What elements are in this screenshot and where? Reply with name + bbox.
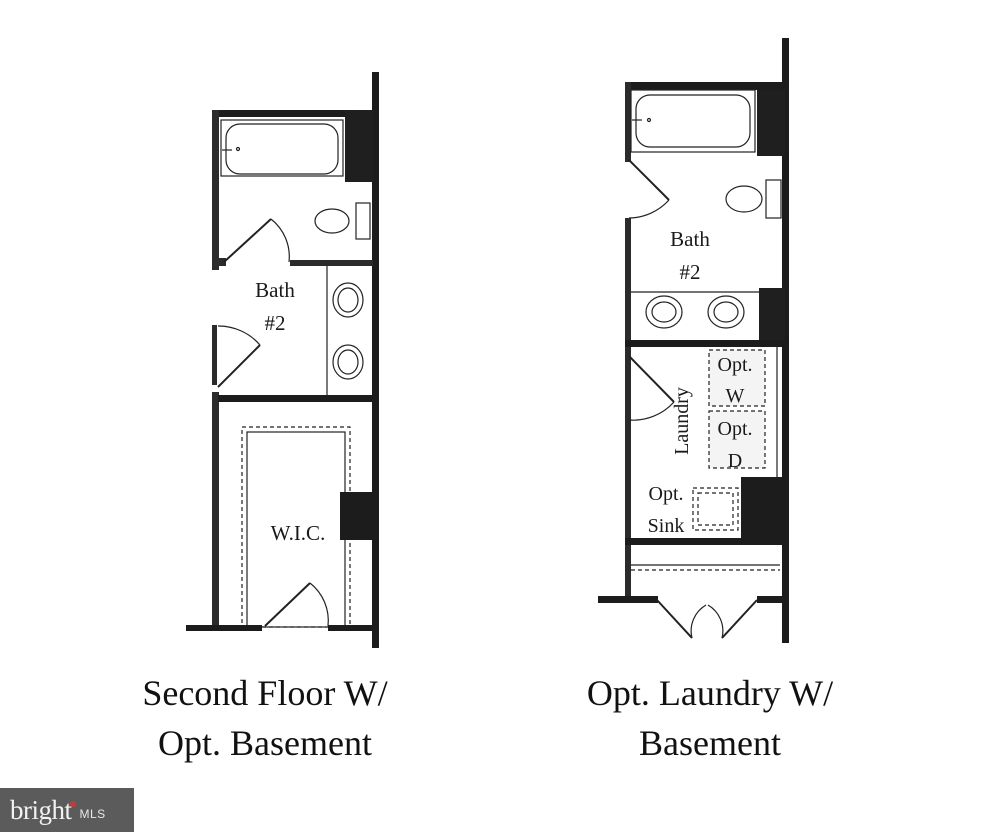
room-label-washer: W [726, 385, 745, 407]
watermark-suffix: MLS [79, 807, 106, 821]
caption-line-1: Second Floor W/ [142, 673, 388, 713]
sink-icon [707, 295, 745, 329]
caption-second-floor: Second Floor W/ Opt. Basement [100, 668, 430, 768]
room-label-bath-2-left-number: #2 [265, 311, 286, 335]
washer-outline [708, 349, 766, 407]
bathtub-icon [635, 94, 751, 148]
plan-opt-laundry [598, 38, 789, 643]
bathtub-icon [220, 119, 344, 177]
room-label-bath-2-right-number: #2 [680, 260, 701, 284]
dryer-outline [708, 410, 766, 469]
double-door-right [721, 599, 758, 639]
room-label-wic: W.I.C. [271, 521, 326, 545]
exterior-wall [372, 72, 379, 648]
room-label-bath-2-left: Bath [255, 278, 295, 302]
toilet-icon [725, 185, 763, 213]
bright-mls-watermark: bright MLS [0, 788, 134, 832]
sink-icon [645, 295, 683, 329]
room-label-opt-sink: Opt. [649, 483, 684, 505]
room-label-opt-dryer: Opt. [718, 418, 753, 440]
room-label-dryer: D [728, 450, 742, 472]
caption-line-2: Basement [639, 723, 781, 763]
double-door-left [656, 599, 693, 639]
caption-line-2: Opt. Basement [158, 723, 372, 763]
caption-line-1: Opt. Laundry W/ [586, 673, 834, 713]
opt-sink-outline [692, 487, 739, 531]
room-label-opt-washer: Opt. [718, 354, 753, 376]
room-label-bath-2-right: Bath [670, 227, 710, 251]
sink-icon [332, 282, 364, 318]
room-label-laundry: Laundry [671, 387, 693, 455]
sink-icon [332, 344, 364, 380]
bathtub-basin [225, 123, 339, 175]
plan-second-floor [186, 72, 379, 648]
exterior-wall [782, 38, 789, 643]
watermark-brand: bright [10, 794, 72, 825]
room-label-sink: Sink [648, 515, 685, 537]
wall [212, 110, 374, 117]
toilet-icon [314, 208, 350, 234]
caption-opt-laundry: Opt. Laundry W/ Basement [545, 668, 875, 768]
watermark-accent-icon [69, 801, 76, 807]
